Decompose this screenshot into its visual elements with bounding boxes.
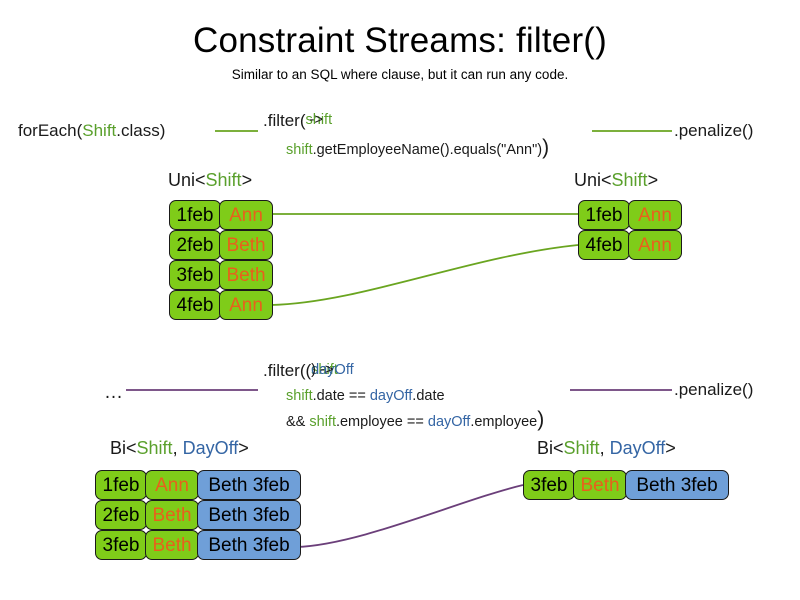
shift-date: 2feb — [95, 500, 147, 530]
uni-filter-close: ) — [542, 136, 550, 159]
shift-employee: Ann — [219, 200, 273, 230]
shift-date: 4feb — [578, 230, 630, 260]
bi-filter-close: ) — [537, 408, 545, 431]
bi-filter-open: .filter(( — [263, 361, 312, 380]
bi-right-header-type2: DayOff — [609, 438, 666, 458]
table-row[interactable]: 3feb Beth — [169, 260, 273, 290]
bi-left-header-comma: , — [172, 438, 183, 458]
uni-left-header-prefix: Uni< — [168, 170, 206, 190]
shift-date: 2feb — [169, 230, 221, 260]
shift-date: 3feb — [169, 260, 221, 290]
page-subtitle: Similar to an SQL where clause, but it c… — [231, 67, 569, 82]
bi-filter-comma: , — [311, 362, 320, 378]
shift-employee: Ann — [145, 470, 199, 500]
dayoff-cell: Beth 3feb — [197, 530, 301, 560]
shift-employee: Beth — [573, 470, 627, 500]
bi-left-header-type2: DayOff — [182, 438, 239, 458]
uni-left-header-suffix: > — [241, 170, 253, 190]
table-row[interactable]: 1feb Ann — [169, 200, 273, 230]
uni-filter-receiver: shift — [286, 142, 313, 158]
foreach-prefix: forEach( — [18, 121, 83, 140]
bi-right-header-type1: Shift — [563, 438, 600, 458]
uni-filter-arrow: -> — [305, 112, 323, 128]
bi-filter-l2-dayoff: dayOff — [369, 388, 413, 404]
uni-filter-line1: .filter(shift -> — [263, 110, 332, 132]
shift-employee: Beth — [145, 530, 199, 560]
bi-filter-line3: && shift.employee == dayOff.employee) — [286, 408, 545, 432]
shift-date: 3feb — [95, 530, 147, 560]
bi-left-header: Bi<Shift, DayOff> — [110, 437, 249, 459]
uni-filter-open: .filter( — [263, 111, 306, 130]
bi-filter-l2-dateprop: .date — [412, 388, 445, 404]
bi-filter-param2: dayOff — [311, 362, 354, 378]
table-row[interactable]: 2feb Beth — [169, 230, 273, 260]
uni-left-header-type: Shift — [205, 170, 242, 190]
bi-right-header-suffix: > — [665, 438, 676, 458]
bi-filter-l3-and: && — [286, 414, 310, 430]
bi-filter-l3-dayoff: dayOff — [427, 414, 471, 430]
dayoff-cell: Beth 3feb — [197, 470, 301, 500]
dayoff-cell: Beth 3feb — [625, 470, 729, 500]
table-row[interactable]: 4feb Ann — [169, 290, 273, 320]
bi-right-header-prefix: Bi< — [537, 438, 564, 458]
page-title: Constraint Streams: filter() — [192, 21, 608, 60]
bi-filter-arrow: ) -> — [311, 362, 334, 378]
bi-filter-l2-date: .date == — [312, 388, 370, 404]
bi-penalize-label: .penalize() — [674, 380, 754, 399]
uni-filter-param: shift — [305, 112, 333, 128]
bi-filter-l3-shift: shift — [309, 414, 336, 430]
uni-right-header: Uni<Shift> — [574, 169, 658, 191]
table-row[interactable]: 3feb Beth Beth 3feb — [95, 530, 301, 560]
bi-filter-l3-empprop: .employee — [470, 414, 538, 430]
bi-filter-l3-emp: .employee == — [335, 414, 428, 430]
table-row[interactable]: 1feb Ann — [578, 200, 682, 230]
bi-right-header-comma: , — [599, 438, 610, 458]
bi-filter-l2-shift: shift — [286, 388, 313, 404]
shift-employee: Beth — [219, 260, 273, 290]
uni-filter-line2: shift.getEmployeeName().equals("Ann")) — [286, 136, 550, 160]
uni-right-header-type: Shift — [611, 170, 648, 190]
shift-date: 1feb — [578, 200, 630, 230]
uni-filter-body: .getEmployeeName().equals("Ann") — [312, 142, 543, 158]
bi-left-header-prefix: Bi< — [110, 438, 137, 458]
foreach-suffix: .class) — [116, 121, 166, 140]
uni-right-header-suffix: > — [647, 170, 659, 190]
foreach-type: Shift — [82, 121, 117, 140]
shift-employee: Ann — [219, 290, 273, 320]
shift-date: 1feb — [95, 470, 147, 500]
bi-left-header-type1: Shift — [136, 438, 173, 458]
bi-filter-param1: shift — [311, 362, 338, 378]
uni-right-header-prefix: Uni< — [574, 170, 612, 190]
table-row[interactable]: 2feb Beth Beth 3feb — [95, 500, 301, 530]
bi-right-header: Bi<Shift, DayOff> — [537, 437, 676, 459]
bi-left-header-suffix: > — [238, 438, 249, 458]
table-row[interactable]: 3feb Beth Beth 3feb — [523, 470, 729, 500]
shift-employee: Ann — [628, 230, 682, 260]
foreach-label: forEach(Shift.class) — [18, 120, 165, 142]
shift-date: 1feb — [169, 200, 221, 230]
shift-date: 4feb — [169, 290, 221, 320]
shift-employee: Ann — [628, 200, 682, 230]
dayoff-cell: Beth 3feb — [197, 500, 301, 530]
uni-left-header: Uni<Shift> — [168, 169, 252, 191]
shift-date: 3feb — [523, 470, 575, 500]
bi-source-ellipsis: … — [104, 382, 123, 403]
shift-employee: Beth — [145, 500, 199, 530]
table-row[interactable]: 1feb Ann Beth 3feb — [95, 470, 301, 500]
bi-filter-line1: .filter((shift, dayOff) -> — [263, 360, 354, 382]
table-row[interactable]: 4feb Ann — [578, 230, 682, 260]
bi-filter-line2: shift.date == dayOff.date — [286, 386, 445, 406]
shift-employee: Beth — [219, 230, 273, 260]
uni-penalize-label: .penalize() — [674, 121, 754, 140]
